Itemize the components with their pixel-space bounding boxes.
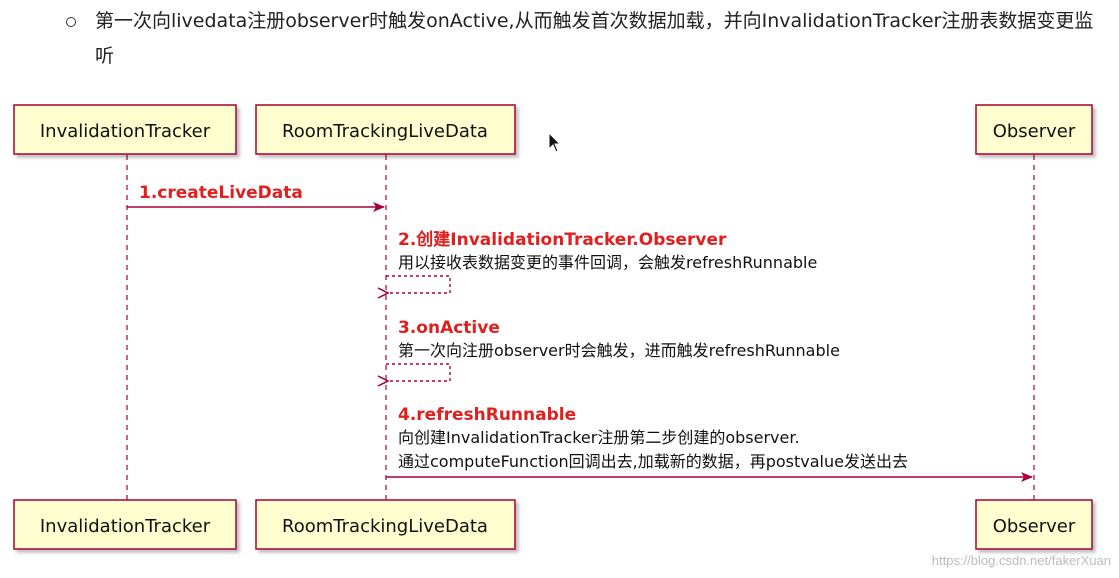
description-bullet: 第一次向livedata注册observer时触发onActive,从而触发首次… xyxy=(62,4,1112,74)
self-message-arrow xyxy=(386,275,451,293)
message-title: 1.createLiveData xyxy=(139,183,303,203)
message-2: 2.创建InvalidationTracker.Observer 用以接收表数据… xyxy=(386,229,817,293)
participant-label: RoomTrackingLiveData xyxy=(282,121,488,142)
participant-label: InvalidationTracker xyxy=(40,121,211,142)
participant-invalidation-tracker-bottom: InvalidationTracker xyxy=(13,499,237,550)
description-text: 第一次向livedata注册observer时触发onActive,从而触发首次… xyxy=(95,10,1094,67)
hollow-circle-bullet-icon xyxy=(66,17,76,27)
message-title: 4.refreshRunnable xyxy=(398,405,576,425)
participant-observer-top: Observer xyxy=(975,104,1093,155)
message-body-line: 用以接收表数据变更的事件回调，会触发refreshRunnable xyxy=(398,253,817,272)
message-1: 1.createLiveData xyxy=(127,183,385,212)
participant-observer-bottom: Observer xyxy=(975,499,1093,550)
participant-room-tracking-live-data-top: RoomTrackingLiveData xyxy=(255,104,516,155)
participant-label: InvalidationTracker xyxy=(40,516,211,537)
participant-room-tracking-live-data-bottom: RoomTrackingLiveData xyxy=(255,499,516,550)
self-message-arrow xyxy=(386,363,451,381)
participant-invalidation-tracker-top: InvalidationTracker xyxy=(13,104,237,155)
message-body-line: 通过computeFunction回调出去,加载新的数据，再postvalue发… xyxy=(398,452,908,471)
mouse-pointer-icon xyxy=(548,132,562,153)
message-title: 2.创建InvalidationTracker.Observer xyxy=(398,229,727,250)
participant-label: Observer xyxy=(993,121,1076,142)
participant-label: Observer xyxy=(993,516,1076,537)
message-body-line: 第一次向注册observer时会触发，进而触发refreshRunnable xyxy=(398,341,840,360)
watermark: https://blog.csdn.net/fakerXuan xyxy=(931,553,1111,568)
message-4: 4.refreshRunnable 向创建InvalidationTracker… xyxy=(386,405,1033,482)
message-3: 3.onActive 第一次向注册observer时会触发，进而触发refres… xyxy=(386,318,840,381)
message-title: 3.onActive xyxy=(398,318,500,338)
participant-label: RoomTrackingLiveData xyxy=(282,516,488,537)
message-body-line: 向创建InvalidationTracker注册第二步创建的observer. xyxy=(398,428,800,447)
